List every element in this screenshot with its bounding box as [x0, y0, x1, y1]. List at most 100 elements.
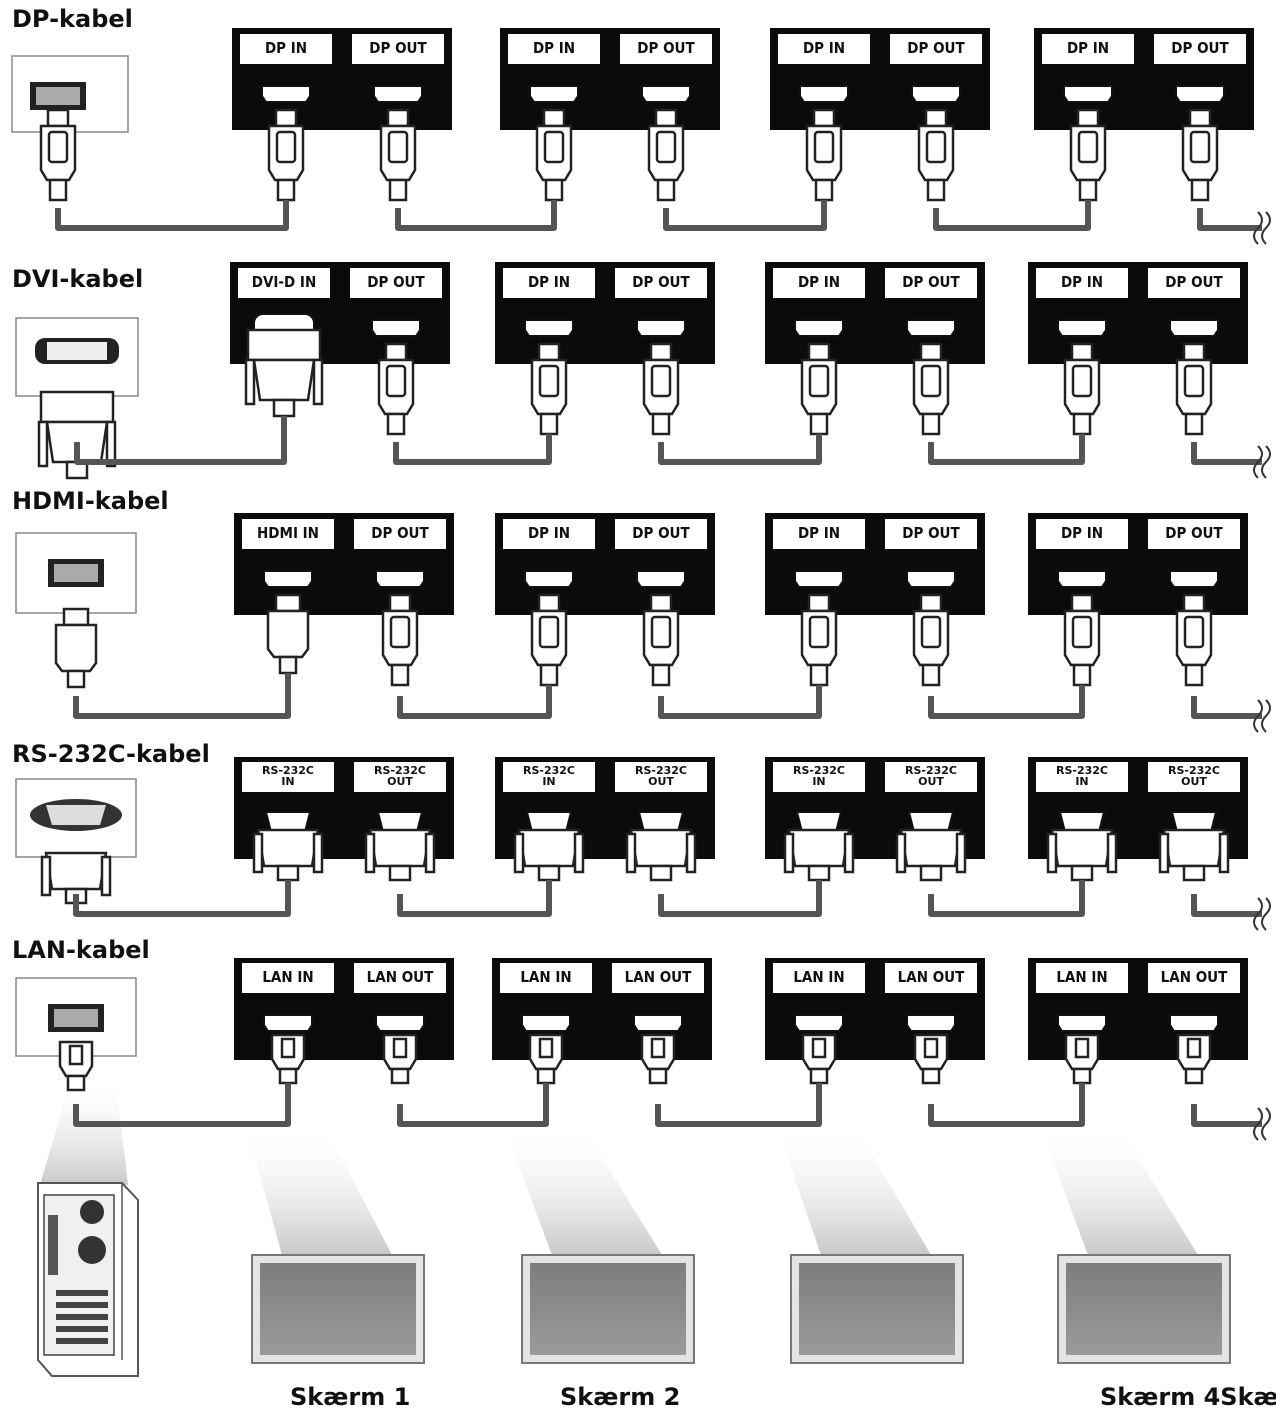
beam-screen-2	[506, 1132, 662, 1255]
cable-continuation-rs232c	[1191, 894, 1262, 917]
port-card-out	[615, 268, 707, 298]
row-rs232c: RS-232C-kabelRS-232CINRS-232COUTRS-232CI…	[12, 740, 1271, 931]
row-title-rs232c: RS-232C-kabel	[12, 740, 210, 768]
cable-segment-lan-1	[73, 1083, 291, 1127]
plug-in	[1063, 342, 1101, 436]
port-label-out: DP OUT	[1165, 524, 1223, 542]
port-label-in-line-1: IN	[812, 775, 825, 788]
port-card-out	[350, 268, 442, 298]
socket-in	[529, 85, 579, 103]
row-title-dp: DP-kabel	[12, 5, 133, 33]
socket-in	[524, 319, 574, 337]
cable-segment-lan-2	[397, 1083, 549, 1127]
screen-panel	[260, 1263, 416, 1355]
port-label-out-line-0: RS-232C	[905, 764, 957, 777]
plug-in	[513, 828, 585, 882]
port-card-out	[352, 34, 444, 64]
screen-label-4: Skærm 4Skærm	[1100, 1383, 1276, 1409]
plug-in	[266, 593, 310, 675]
source-plug-dp	[39, 108, 77, 202]
port-label-out: DP OUT	[1171, 39, 1229, 57]
port-card-in	[240, 34, 332, 64]
port-card-out	[1154, 34, 1246, 64]
socket-out	[906, 570, 956, 588]
cable-segment-dvi-4	[928, 434, 1085, 465]
port-label-out-line-0: RS-232C	[635, 764, 687, 777]
cable-segment-dvi-1	[74, 416, 287, 465]
port-card-in	[1036, 268, 1128, 298]
plug-in	[270, 1033, 306, 1085]
socket-in	[1057, 1014, 1107, 1032]
screen-1: Skærm 1	[251, 1254, 425, 1409]
socket-out	[1169, 319, 1219, 337]
plug-in	[1063, 593, 1101, 687]
port-label-out: LAN OUT	[898, 968, 965, 986]
socket-out	[636, 570, 686, 588]
port-label-in-line-1: IN	[542, 775, 555, 788]
port-label-in: DP IN	[803, 39, 845, 57]
plug-out	[379, 108, 417, 202]
port-card-in	[242, 519, 334, 549]
port-label-in-line-0: RS-232C	[1056, 764, 1108, 777]
port-label-in: DP IN	[265, 39, 307, 57]
socket-out	[1175, 85, 1225, 103]
plug-in	[535, 108, 573, 202]
source-port-dp	[11, 55, 129, 133]
port-label-in: HDMI IN	[257, 524, 319, 542]
plug-in	[528, 1033, 564, 1085]
screen-label-2: Skærm 2	[560, 1383, 680, 1409]
plug-in	[1046, 828, 1118, 882]
port-card-out	[1148, 519, 1240, 549]
socket-out	[375, 1014, 425, 1032]
source-port-rs232c	[15, 778, 137, 858]
port-label-in: LAN IN	[262, 968, 313, 986]
port-label-out-line-1: OUT	[387, 775, 413, 788]
port-label-in: LAN IN	[520, 968, 571, 986]
cable-segment-hdmi-4	[928, 685, 1085, 719]
cable-continuation-icon	[1253, 445, 1271, 479]
port-card-out	[615, 519, 707, 549]
screen-3	[790, 1254, 964, 1364]
port-label-in: DP IN	[1067, 39, 1109, 57]
plug-in	[800, 342, 838, 436]
plug-out	[625, 828, 697, 882]
plug-in	[530, 593, 568, 687]
cable-continuation-icon	[1253, 699, 1271, 733]
socket-in	[794, 570, 844, 588]
plug-in	[267, 108, 305, 202]
plug-in	[252, 828, 324, 882]
cable-continuation-icon	[1253, 211, 1271, 245]
port-label-in-line-1: IN	[281, 775, 294, 788]
plug-in	[801, 1033, 837, 1085]
port-label-in: LAN IN	[793, 968, 844, 986]
port-card-out	[1148, 268, 1240, 298]
screens-area: Skærm 1 Skærm 2 Skærm 4Skærm	[37, 1182, 1276, 1409]
cable-segment-hdmi-1	[73, 673, 291, 719]
port-card-out	[354, 519, 446, 549]
source-plug-hdmi	[54, 607, 98, 689]
cable-continuation-lan	[1191, 1104, 1262, 1127]
port-card-out	[885, 519, 977, 549]
projection-beams	[40, 1082, 1198, 1255]
port-label-in-line-0: RS-232C	[262, 764, 314, 777]
plug-out	[895, 828, 967, 882]
plug-out	[912, 593, 950, 687]
cable-segment-dp-4	[933, 200, 1091, 231]
port-card-out	[885, 762, 977, 792]
screen-panel	[1066, 1263, 1222, 1355]
port-label-out: DP OUT	[907, 39, 965, 57]
port-label-out: DP OUT	[902, 273, 960, 291]
port-card-in	[1036, 519, 1128, 549]
port-card-in	[773, 519, 865, 549]
plug-out	[1176, 1033, 1212, 1085]
screen-panel	[530, 1263, 686, 1355]
